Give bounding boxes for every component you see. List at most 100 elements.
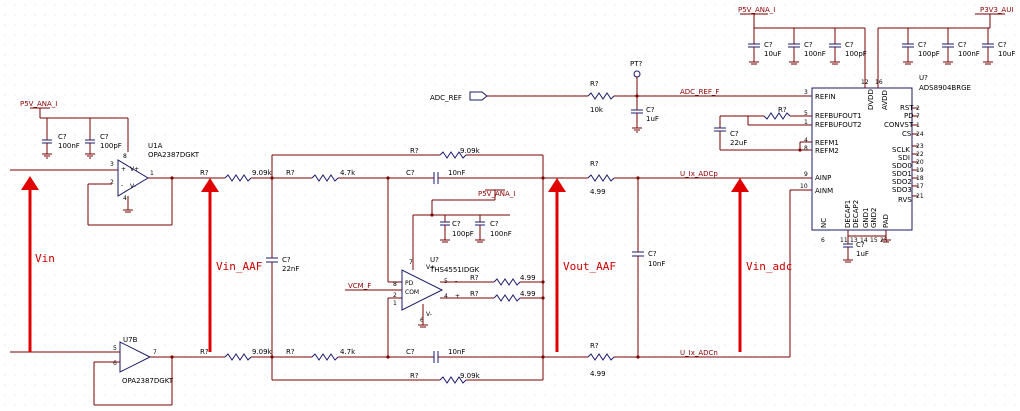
fda-supply: P5V_ANA_I C? 100pF C? 100nF — [430, 189, 515, 243]
svg-text:V-: V- — [130, 183, 136, 190]
net-label-vcm-f: VCM_F — [348, 282, 371, 290]
svg-text:8: 8 — [804, 145, 808, 152]
svg-text:AVDD: AVDD — [881, 90, 889, 110]
svg-text:21: 21 — [916, 193, 924, 200]
svg-text:24: 24 — [916, 131, 924, 138]
svg-text:3: 3 — [110, 161, 114, 168]
svg-text:100nF: 100nF — [490, 230, 512, 238]
svg-text:100nF: 100nF — [958, 50, 980, 58]
adc-supply-dvdd: P3V3_AUI C? 100pF C? 100nF C? 10uF — [877, 6, 1015, 88]
svg-text:R?: R? — [470, 274, 479, 282]
net-port-adc-ref: ADC_REF — [430, 94, 462, 102]
svg-text:9.09k: 9.09k — [460, 372, 481, 380]
svg-text:1uF: 1uF — [646, 115, 659, 123]
svg-text:R?: R? — [778, 106, 787, 114]
power-label-p5v-mid: P5V_ANA_I — [478, 190, 515, 198]
power-label-p3v3: P3V3_AUI — [980, 6, 1013, 14]
cap-10nf-fb-top: C? 10nF — [406, 169, 545, 184]
cap-10nf-fb-bottom: C? 10nF — [406, 348, 545, 363]
arrow-vin: Vin — [21, 176, 55, 352]
svg-text:5: 5 — [804, 110, 808, 117]
svg-text:R?: R? — [410, 372, 419, 380]
svg-text:C?: C? — [282, 256, 291, 264]
svg-text:C?: C? — [58, 133, 67, 141]
svg-text:REFM1: REFM1 — [815, 139, 839, 147]
fda-out-res-top: R? 4.99 — [470, 274, 545, 286]
opamp-u7b-part: OPA2387DGKT — [122, 377, 174, 385]
svg-text:R?: R? — [286, 348, 295, 356]
cap-10nf-adc: C? 10nF — [632, 176, 665, 359]
arrow-vin-adc: Vin_adc — [731, 178, 792, 352]
opamp-u7b-ref: U7B — [123, 336, 138, 344]
svg-text:CS: CS — [902, 130, 912, 138]
svg-text:10nF: 10nF — [448, 348, 465, 356]
svg-text:SDO3: SDO3 — [892, 186, 912, 194]
svg-text:4.99: 4.99 — [520, 274, 536, 282]
res-input-bottom: R? 9.09k — [195, 348, 273, 361]
svg-text:9.09k: 9.09k — [252, 169, 273, 177]
net-label-u-ix-adcp: U_Ix_ADCp — [680, 170, 718, 178]
svg-text:REFBUFOUT1: REFBUFOUT1 — [815, 112, 862, 120]
svg-text:SDO0: SDO0 — [892, 162, 912, 170]
svg-text:+: + — [121, 166, 126, 173]
svg-text:4: 4 — [123, 195, 127, 202]
cap-22nf-diff: C? 22nF — [266, 155, 299, 380]
svg-text:14: 14 — [860, 237, 868, 244]
adc-part: ADS8904BRGE — [919, 84, 971, 92]
svg-text:REFIN: REFIN — [815, 93, 836, 101]
fda-out-res-bottom: R? 4.99 — [470, 290, 545, 302]
svg-text:10nF: 10nF — [648, 260, 665, 268]
svg-text:1: 1 — [393, 300, 397, 307]
power-label-p5v-top: P5V_ANA_I — [738, 6, 775, 14]
svg-text:V+: V+ — [130, 166, 139, 173]
annotation-vin-aaf: Vin_AAF — [216, 260, 262, 273]
svg-text:PD: PD — [405, 280, 414, 287]
svg-text:REFM2: REFM2 — [815, 147, 839, 155]
res-4k7-top: R? 4.7k — [272, 169, 434, 182]
svg-text:DECAP1: DECAP1 — [844, 200, 852, 228]
svg-text:C?: C? — [406, 169, 415, 177]
svg-text:6: 6 — [821, 237, 825, 244]
svg-text:R?: R? — [590, 160, 599, 168]
svg-text:3: 3 — [804, 89, 808, 96]
adc-ref-section: ADC_REF R? 10k ADC_REF_F PT? C? 1uF — [430, 60, 812, 133]
arrow-vout-aaf: Vout_AAF — [548, 178, 616, 352]
svg-text:4.99: 4.99 — [520, 290, 536, 298]
svg-text:6: 6 — [113, 360, 117, 367]
opamp-u1a-symbol — [117, 159, 149, 197]
svg-text:4.7k: 4.7k — [340, 169, 356, 177]
res-adc-top: R? 4.99 U_Ix_ADCp — [543, 160, 812, 196]
svg-text:AINP: AINP — [815, 174, 831, 182]
cap-100pf-left: C? 100pF — [85, 118, 122, 159]
svg-text:-: - — [121, 182, 123, 189]
svg-text:C?: C? — [804, 41, 813, 49]
svg-text:16: 16 — [875, 79, 883, 86]
svg-text:R?: R? — [410, 147, 419, 155]
svg-text:2: 2 — [393, 292, 397, 299]
svg-text:7: 7 — [153, 349, 157, 356]
svg-text:R?: R? — [590, 342, 599, 350]
svg-text:22nF: 22nF — [282, 265, 299, 273]
arrow-vin-aaf: Vin_AAF — [201, 178, 262, 352]
adc-ref: U? — [919, 74, 928, 82]
svg-text:9.09k: 9.09k — [252, 348, 273, 356]
input-buffer-bottom: U7B OPA2387DGKT 5 6 7 — [10, 336, 195, 406]
cap-100nf-left: C? 100nF — [42, 118, 80, 159]
svg-text:SDO1: SDO1 — [892, 170, 912, 178]
svg-text:17: 17 — [916, 183, 924, 190]
svg-text:C?: C? — [100, 133, 109, 141]
svg-text:REFBUFOUT2: REFBUFOUT2 — [815, 121, 862, 129]
svg-text:C?: C? — [646, 106, 655, 114]
svg-text:10uF: 10uF — [998, 50, 1015, 58]
svg-text:5: 5 — [113, 345, 117, 352]
svg-text:10: 10 — [800, 183, 808, 190]
svg-text:1: 1 — [150, 170, 154, 177]
svg-text:23: 23 — [916, 143, 924, 150]
svg-text:9.09k: 9.09k — [460, 147, 481, 155]
svg-text:20: 20 — [916, 159, 924, 166]
svg-text:R?: R? — [200, 348, 209, 356]
svg-text:11: 11 — [840, 237, 848, 244]
svg-text:C?: C? — [406, 348, 415, 356]
refbuf-cap: C? 22uF R? — [714, 106, 812, 152]
